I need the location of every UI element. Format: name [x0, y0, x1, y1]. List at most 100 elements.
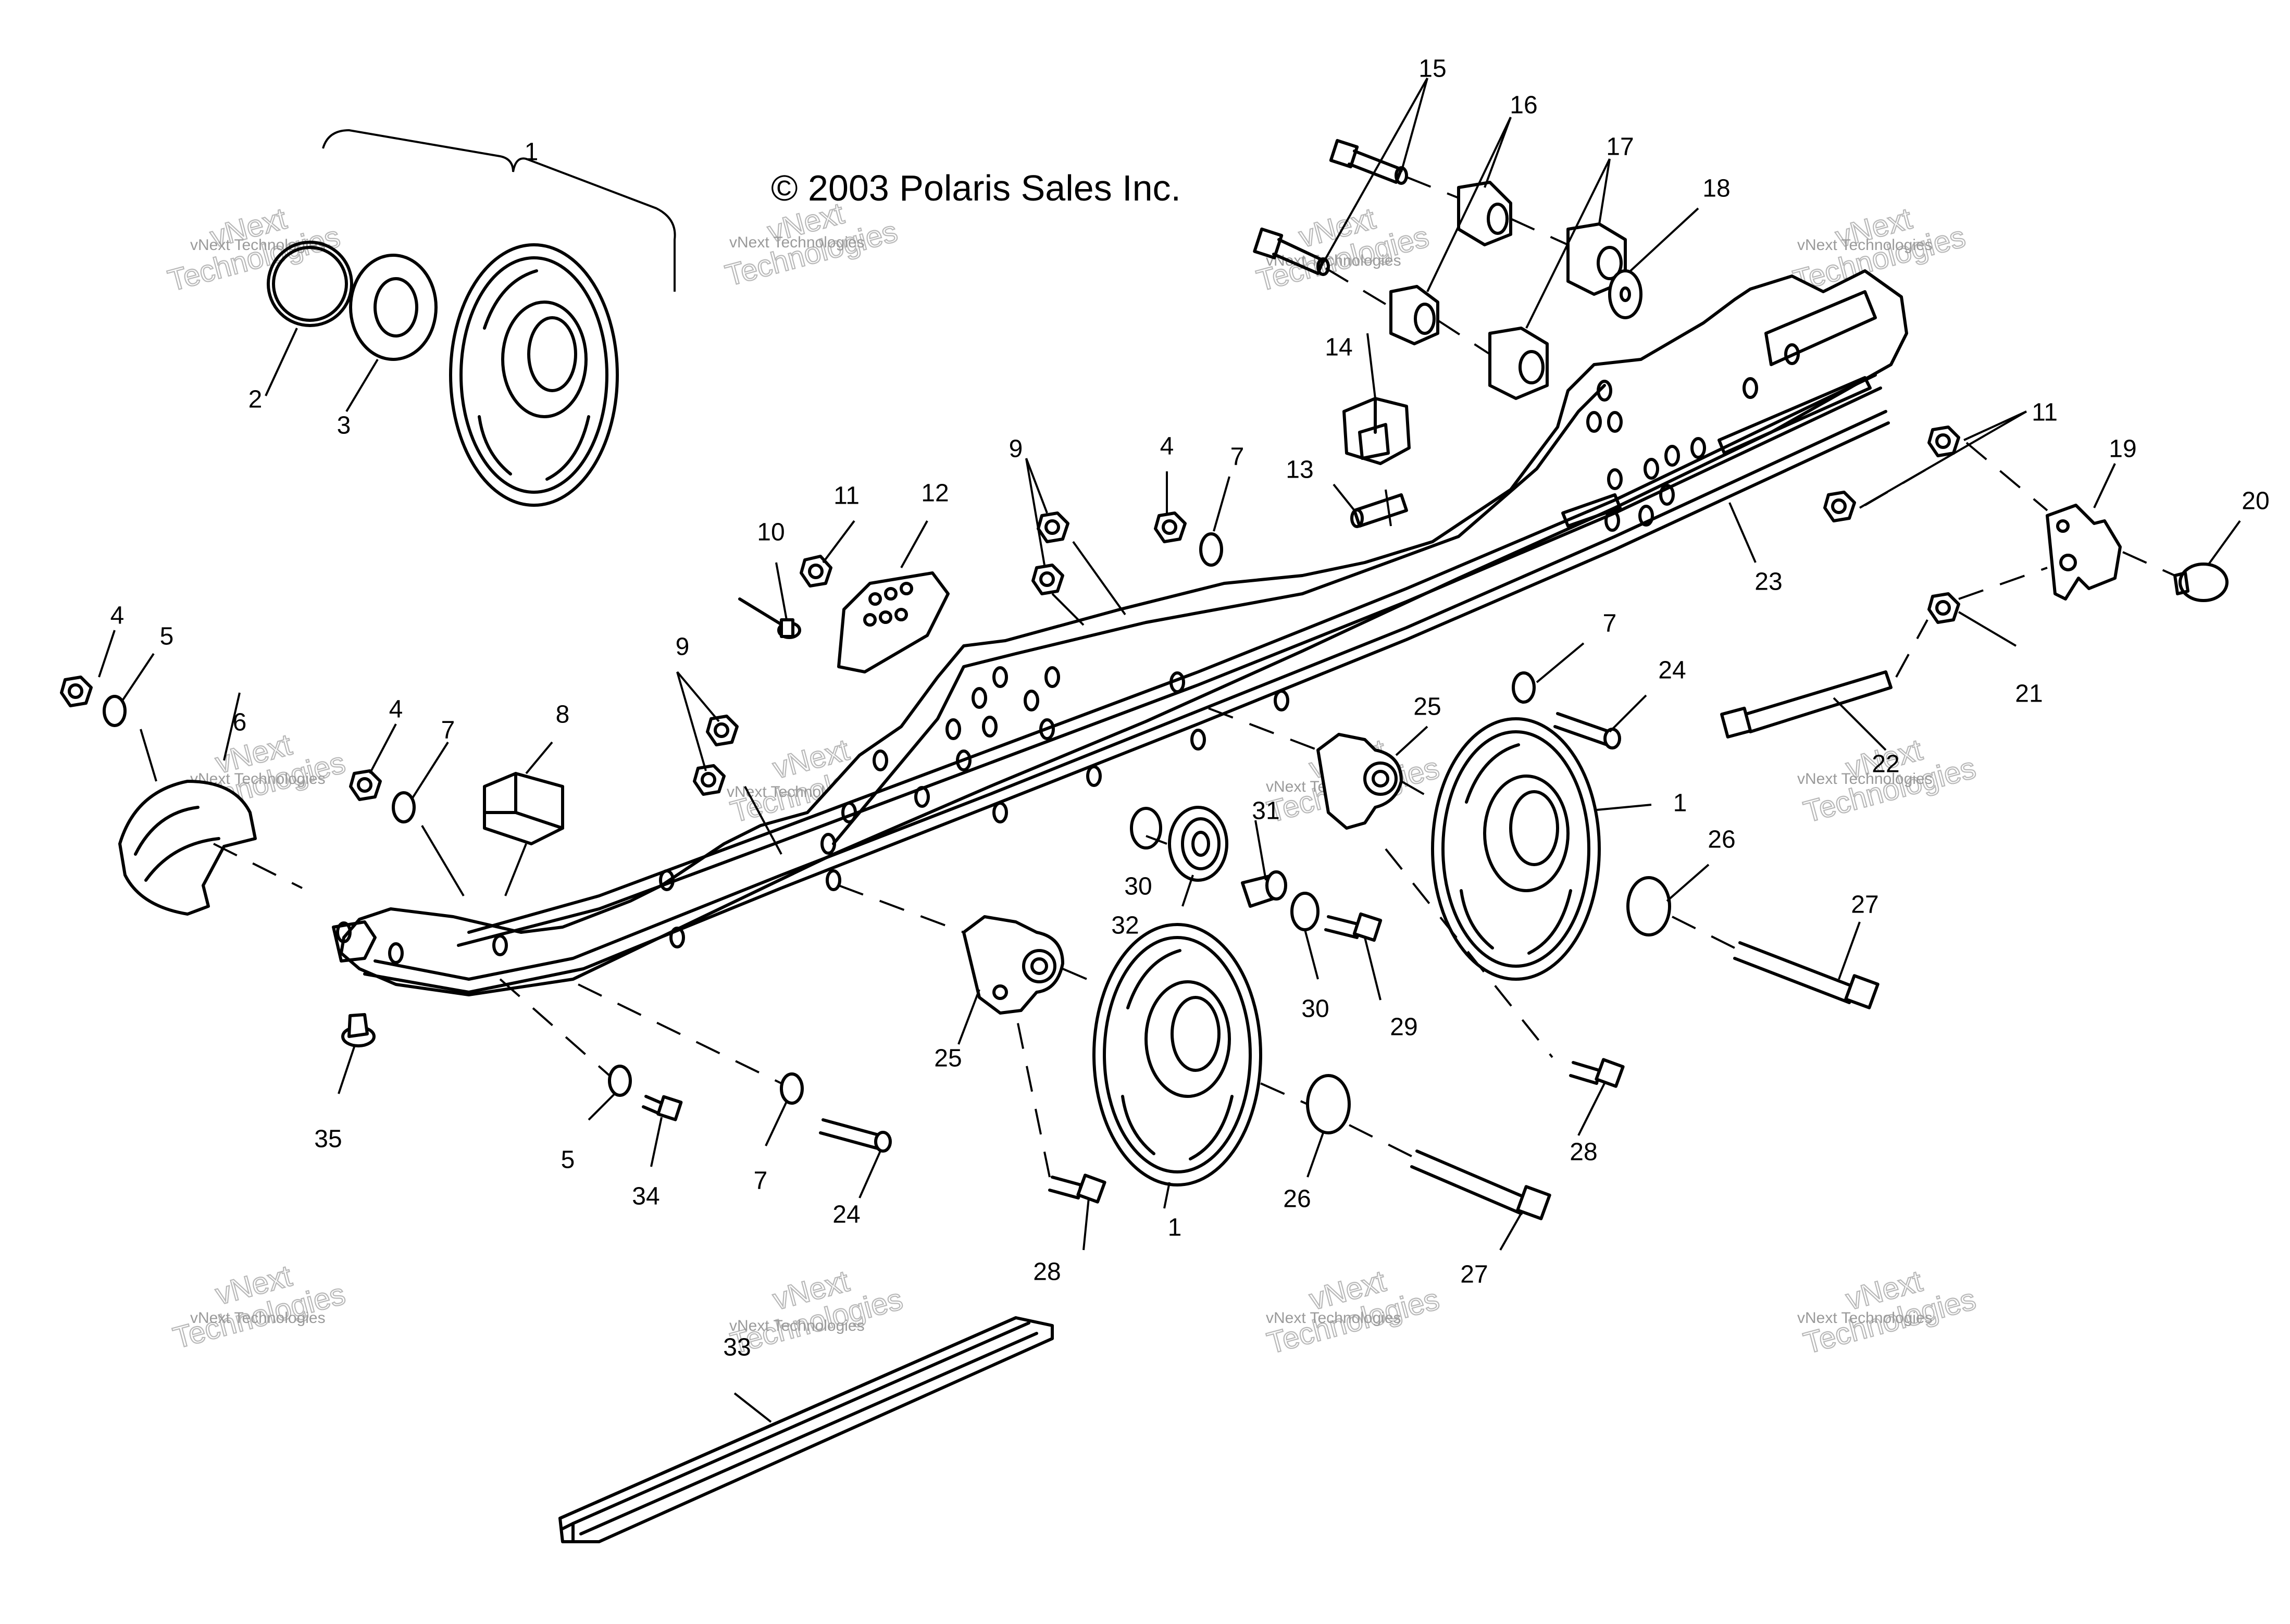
- callout-19: 19: [2109, 435, 2136, 463]
- callout-1: 1: [1673, 790, 1687, 817]
- washer: [1626, 876, 1671, 936]
- washer: [780, 1072, 804, 1105]
- washer: [1290, 892, 1320, 931]
- bolt: [642, 1095, 683, 1121]
- callout-23: 23: [1754, 568, 1782, 596]
- callout-30: 30: [1301, 995, 1329, 1023]
- washer: [1199, 532, 1223, 567]
- washer: [1306, 1074, 1351, 1134]
- watermark-text: vNext Technologies: [190, 1309, 326, 1327]
- spacer: [1389, 285, 1439, 345]
- callout-2: 2: [248, 386, 263, 414]
- callout-3: 3: [337, 412, 351, 440]
- rivet-pin: [738, 597, 801, 639]
- bracket: [322, 129, 676, 292]
- idler-wheel-spoke: [478, 415, 512, 476]
- callout-14: 14: [1325, 334, 1352, 361]
- callout-24: 24: [832, 1201, 860, 1229]
- watermark-text: vNext Technologies: [729, 234, 865, 251]
- watermark: vNext Technologies: [169, 1258, 350, 1356]
- bolt: [1329, 139, 1408, 185]
- rail-plate-edge: [832, 384, 1606, 845]
- rail-holes: [336, 343, 1800, 964]
- callout-31: 31: [1252, 797, 1279, 825]
- bracket-bumper: [2046, 504, 2122, 601]
- washer: [1130, 807, 1162, 850]
- nut: [349, 769, 382, 801]
- leader-lines: [98, 78, 2241, 1423]
- callout-34: 34: [632, 1183, 659, 1210]
- callout-20: 20: [2242, 488, 2269, 515]
- rivet: [341, 1013, 376, 1047]
- washer: [103, 695, 127, 727]
- callout-1: 1: [1168, 1214, 1182, 1242]
- callouts: 1 2 3 4 5 6 4 7 8 9 10 11 12 9 4 7 13 14…: [110, 55, 2270, 1361]
- callout-4: 4: [1160, 433, 1174, 460]
- callout-29: 29: [1390, 1014, 1417, 1041]
- washer: [1608, 269, 1642, 319]
- callout-28: 28: [1570, 1139, 1597, 1166]
- long-bolt: [1410, 1150, 1551, 1220]
- bumper: [1342, 397, 1411, 465]
- callout-1: 1: [525, 139, 539, 166]
- end-cap: [2173, 563, 2229, 602]
- watermark-text: vNext Technologies: [1266, 1309, 1401, 1327]
- callout-9: 9: [1009, 435, 1023, 463]
- idler-wheel-hub: [1483, 774, 1570, 892]
- callout-10: 10: [757, 519, 785, 546]
- callout-21: 21: [2015, 680, 2043, 708]
- callout-11: 11: [833, 482, 860, 510]
- idler-wheel-spoke: [545, 415, 590, 481]
- rail-slider-strip: [1718, 376, 1872, 455]
- long-bolt: [1720, 670, 1893, 739]
- bumper-block: [483, 772, 564, 845]
- nut: [1927, 426, 1960, 457]
- top-hardware: [1253, 139, 1642, 400]
- callout-28: 28: [1033, 1258, 1061, 1286]
- callout-7: 7: [1603, 610, 1617, 638]
- rail-slide-line-mid: [457, 386, 1882, 947]
- callout-6: 6: [233, 709, 247, 736]
- nut: [1037, 511, 1069, 543]
- callout-7: 7: [754, 1167, 768, 1195]
- rail-slot: [1764, 290, 1877, 366]
- idler-wheel-bore: [527, 316, 577, 392]
- wheel-bracket: [1316, 733, 1403, 830]
- idler-wheel-rim: [459, 256, 608, 494]
- snap-ring: [267, 241, 353, 327]
- rail-assembly: [332, 269, 1908, 996]
- nut: [1154, 511, 1187, 543]
- callout-35: 35: [314, 1126, 342, 1153]
- callout-32: 32: [1111, 912, 1139, 940]
- callout-7: 7: [1230, 443, 1244, 471]
- callout-18: 18: [1702, 175, 1730, 203]
- callout-12: 12: [921, 480, 949, 507]
- callout-30: 30: [1124, 873, 1152, 901]
- callout-27: 27: [1460, 1261, 1488, 1289]
- pin: [819, 1118, 892, 1153]
- rail-slider-strip: [1561, 493, 1622, 528]
- bolt: [1324, 912, 1383, 942]
- wheel-assembly-low: [1092, 923, 1262, 1186]
- copyright-text: © 2003 Polaris Sales Inc.: [771, 168, 1181, 208]
- washer: [392, 791, 416, 823]
- wheel-bracket: [962, 915, 1064, 1015]
- callout-25: 25: [1413, 693, 1441, 721]
- watermark: vNext Technologies: [1263, 1264, 1443, 1361]
- callout-26: 26: [1283, 1185, 1311, 1213]
- bolt: [1569, 1058, 1625, 1088]
- watermark-text: vNext Technologies: [1797, 236, 1933, 254]
- nut: [1031, 564, 1064, 595]
- wheel-assembly-right: [1431, 717, 1601, 981]
- spacer: [1457, 181, 1512, 246]
- callout-27: 27: [1851, 891, 1878, 919]
- wheel-assembly-top: [267, 129, 676, 507]
- bushing: [1241, 870, 1287, 908]
- idler-wheel-rim: [1103, 936, 1252, 1173]
- callout-15: 15: [1418, 55, 1446, 83]
- nut: [1927, 592, 1960, 624]
- watermark-text: vNext Technologies: [1797, 770, 1933, 788]
- idler-wheel-spoke: [483, 269, 538, 330]
- nut: [800, 555, 832, 588]
- idler-wheel-hub: [1144, 980, 1231, 1098]
